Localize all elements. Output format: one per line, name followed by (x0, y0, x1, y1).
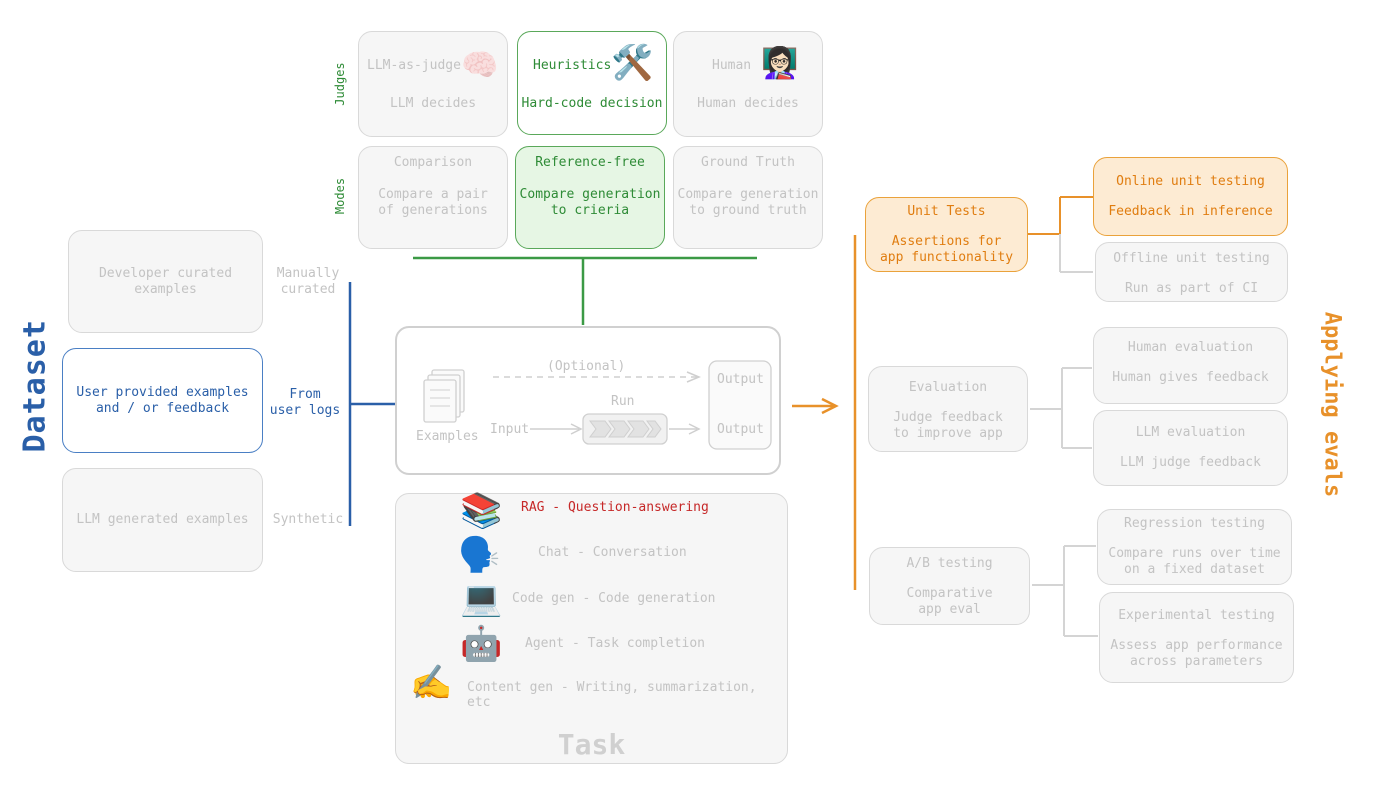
from-user-logs-label: From user logs (269, 387, 341, 418)
human-evaluation-title: Human evaluation (1127, 340, 1254, 355)
judge-llm-title: LLM-as-judge (367, 58, 461, 73)
judge-human-desc: Human decides (697, 96, 799, 111)
regression-testing-card[interactable]: Regression testing Compare runs over tim… (1097, 509, 1292, 585)
user-provided-card[interactable]: User provided examples and / or feedback (62, 348, 263, 453)
ab-testing-desc: Comparative app eval (906, 586, 993, 617)
regression-testing-desc: Compare runs over time on a fixed datase… (1108, 546, 1281, 577)
pipeline-drawing (423, 360, 772, 450)
pipeline-output-label-2: Output (717, 422, 764, 437)
task-item-content: Content gen - Writing, summarization, et… (467, 680, 757, 710)
task-item-codegen: Code gen - Code generation (512, 591, 716, 606)
judge-heuristics-card[interactable]: Heuristics 🛠️ Hard-code decision (517, 31, 667, 135)
woman-technologist-icon: 👩🏻‍🏫 (761, 46, 799, 81)
human-evaluation-desc: Human gives feedback (1112, 370, 1269, 385)
user-provided-text: User provided examples and / or feedback (76, 384, 249, 416)
evaluation-card[interactable]: Evaluation Judge feedback to improve app (868, 366, 1028, 452)
experimental-testing-card[interactable]: Experimental testing Assess app performa… (1099, 592, 1294, 683)
speaking-head-icon: 🗣️ (458, 535, 501, 575)
online-unit-testing-title: Online unit testing (1116, 174, 1265, 189)
offline-unit-testing-desc: Run as part of CI (1124, 281, 1259, 296)
evaluation-title: Evaluation (908, 380, 988, 395)
modes-label: Modes (333, 177, 347, 215)
task-panel: 📚 RAG - Question-answering 🗣️ Chat - Con… (395, 493, 788, 764)
judges-label: Judges (333, 62, 347, 106)
developer-curated-text: Developer curated examples (98, 265, 233, 297)
pipeline-run-label: Run (611, 394, 635, 409)
experimental-testing-title: Experimental testing (1118, 608, 1275, 623)
developer-curated-card[interactable]: Developer curated examples (68, 230, 263, 333)
task-title: Task (557, 728, 626, 761)
pipeline-examples-label: Examples (416, 429, 479, 444)
books-icon: 📚 (460, 491, 503, 531)
judge-heuristics-desc: Hard-code decision (521, 96, 663, 111)
online-unit-testing-desc: Feedback in inference (1108, 204, 1273, 219)
manually-curated-label: Manually curated (276, 266, 340, 297)
pipeline-output-label-1: Output (717, 372, 764, 387)
task-item-chat: Chat - Conversation (538, 545, 687, 560)
mode-comparison-desc: Compare a pair of generations (378, 187, 488, 218)
judge-human-card[interactable]: Human 👩🏻‍🏫 Human decides (673, 31, 823, 137)
task-item-rag: RAG - Question-answering (521, 500, 709, 515)
unit-tests-desc: Assertions for app functionality (879, 234, 1014, 265)
evaluation-desc: Judge feedback to improve app (893, 410, 1003, 441)
offline-unit-testing-card[interactable]: Offline unit testing Run as part of CI (1095, 242, 1288, 302)
llm-generated-text: LLM generated examples (76, 512, 249, 527)
unit-tests-title: Unit Tests (907, 204, 986, 219)
robot-icon: 🤖 (460, 624, 503, 664)
regression-testing-title: Regression testing (1124, 516, 1265, 531)
pipeline-input-label: Input (490, 422, 530, 437)
tools-icon: 🛠️ (611, 43, 654, 83)
mode-reference-free-desc: Compare generation to crieria (519, 187, 661, 218)
unit-tests-card[interactable]: Unit Tests Assertions for app functional… (865, 197, 1028, 272)
ab-testing-title: A/B testing (906, 556, 993, 571)
mode-reference-free-card[interactable]: Reference-free Compare generation to cri… (515, 146, 665, 249)
llm-evaluation-card[interactable]: LLM evaluation LLM judge feedback (1093, 410, 1288, 486)
synthetic-label: Synthetic (272, 512, 344, 527)
pipeline-optional-label: (Optional) (547, 359, 626, 374)
pipeline-panel: (Optional) Run Input Examples Output Out… (395, 326, 781, 475)
writing-hand-icon: ✍️ (410, 663, 453, 703)
applying-evals-title: Applying evals (1319, 311, 1345, 498)
experimental-testing-desc: Assess app performance across parameters (1110, 638, 1283, 669)
mode-reference-free-title: Reference-free (535, 155, 645, 170)
llm-evaluation-title: LLM evaluation (1135, 425, 1246, 440)
mode-comparison-title: Comparison (393, 155, 473, 170)
mode-ground-truth-title: Ground Truth (701, 155, 795, 170)
mode-ground-truth-card[interactable]: Ground Truth Compare generation to groun… (673, 146, 823, 249)
brain-icon: 🧠 (461, 48, 499, 83)
mode-ground-truth-desc: Compare generation to ground truth (677, 187, 819, 218)
judge-llm-desc: LLM decides (389, 96, 477, 111)
judge-heuristics-title: Heuristics (533, 58, 612, 73)
judge-human-title: Human (712, 58, 752, 73)
online-unit-testing-card[interactable]: Online unit testing Feedback in inferenc… (1093, 157, 1288, 236)
ab-testing-card[interactable]: A/B testing Comparative app eval (869, 547, 1030, 625)
laptop-icon: 💻 (460, 579, 503, 619)
human-evaluation-card[interactable]: Human evaluation Human gives feedback (1093, 327, 1288, 404)
judge-llm-card[interactable]: LLM-as-judge 🧠 LLM decides (358, 31, 508, 137)
offline-unit-testing-title: Offline unit testing (1113, 251, 1270, 266)
llm-generated-card[interactable]: LLM generated examples (62, 468, 263, 572)
task-item-agent: Agent - Task completion (525, 636, 706, 651)
llm-evaluation-desc: LLM judge feedback (1120, 455, 1261, 470)
dataset-title: Dataset (17, 319, 53, 453)
mode-comparison-card[interactable]: Comparison Compare a pair of generations (358, 146, 508, 249)
